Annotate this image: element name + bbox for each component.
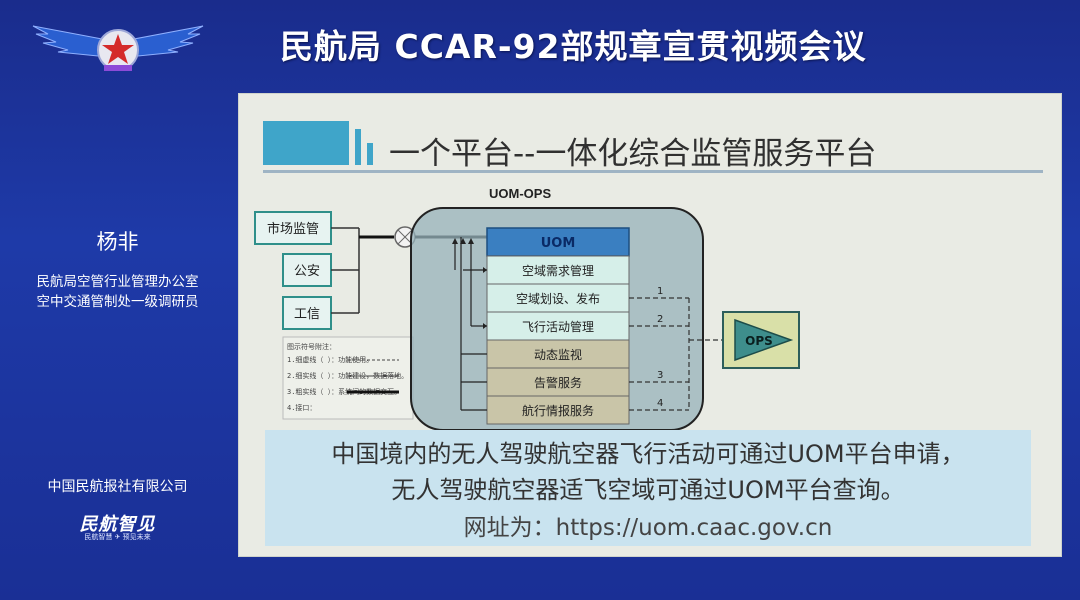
module-flight-activity: [486, 311, 630, 341]
module-label: 航行情报服务: [522, 403, 594, 418]
link-number: 4: [657, 398, 663, 409]
node-public-security: [282, 253, 332, 287]
meeting-title: 民航局 CCAR-92部规章宣贯视频会议: [280, 27, 867, 66]
node-label: 市场监管: [267, 221, 319, 237]
legend-item: 3.粗实线（ ）：系统间的数据交互。: [287, 387, 401, 396]
title-decoration: [263, 121, 373, 165]
slide-title: 一个平台--一体化综合监管服务平台: [389, 136, 877, 172]
module-label: 空域划设、发布: [516, 291, 600, 306]
caption-line-2: 无人驾驶航空器适飞空域可通过UOM平台查询。: [391, 476, 905, 504]
ops-triangle-icon: [734, 318, 794, 362]
module-airspace-demand: [486, 255, 630, 285]
caption-line-1: 中国境内的无人驾驶航空器飞行活动可通过UOM平台申请，: [331, 440, 965, 468]
legend-title: 图示符号附注：: [287, 342, 336, 351]
module-airspace-design: [486, 283, 630, 313]
module-label: 告警服务: [534, 375, 582, 390]
uom-ops-diagram: UOM-OPS 市场监管 公安 工信 图示符号附注： 1.细虚线（ ）：功能使用…: [254, 186, 800, 431]
node-label: 工信: [294, 307, 320, 322]
company-name: 中国民航报社有限公司: [47, 479, 188, 495]
module-dynamic-monitoring: [486, 339, 630, 369]
speaker-name: 杨非: [96, 230, 139, 254]
uom-header-label: UOM: [541, 236, 576, 251]
title-rule: [263, 170, 1043, 173]
module-label: 飞行活动管理: [522, 319, 594, 334]
module-aeronautical-info: [486, 395, 630, 425]
diagram-title: UOM-OPS: [489, 186, 551, 201]
presentation-slide: 一个平台--一体化综合监管服务平台 UOM-OPS 市场监管 公安 工信 图示符…: [238, 93, 1062, 557]
brand-tagline: 民航智慧 ✈ 预见未来: [84, 533, 151, 541]
link-number: 2: [657, 314, 663, 325]
module-alerting: [486, 367, 630, 397]
brand-logo-text: 民航智见: [79, 514, 156, 535]
speaker-title-line2: 空中交通管制处一级调研员: [36, 294, 199, 310]
caac-logo: [32, 25, 204, 71]
legend-item: 4.接口：: [287, 403, 316, 412]
node-market-supervision: [254, 211, 332, 245]
node-label: 公安: [294, 264, 320, 279]
caption-url: 网址为：https://uom.caac.gov.cn: [463, 515, 833, 541]
link-number: 1: [657, 286, 663, 297]
legend-item: 1.细虚线（ ）：功能使用。: [287, 355, 373, 364]
link-number: 3: [657, 370, 663, 381]
module-label: 空域需求管理: [522, 263, 594, 278]
speaker-title-line1: 民航局空管行业管理办公室: [36, 274, 199, 290]
speaker-panel: 杨非 民航局空管行业管理办公室 空中交通管制处一级调研员 中国民航报社有限公司 …: [0, 0, 235, 600]
module-label: 动态监视: [534, 347, 582, 362]
ops-label: OPS: [745, 334, 773, 348]
caption-box: 中国境内的无人驾驶航空器飞行活动可通过UOM平台申请， 无人驾驶航空器适飞空域可…: [265, 430, 1031, 546]
